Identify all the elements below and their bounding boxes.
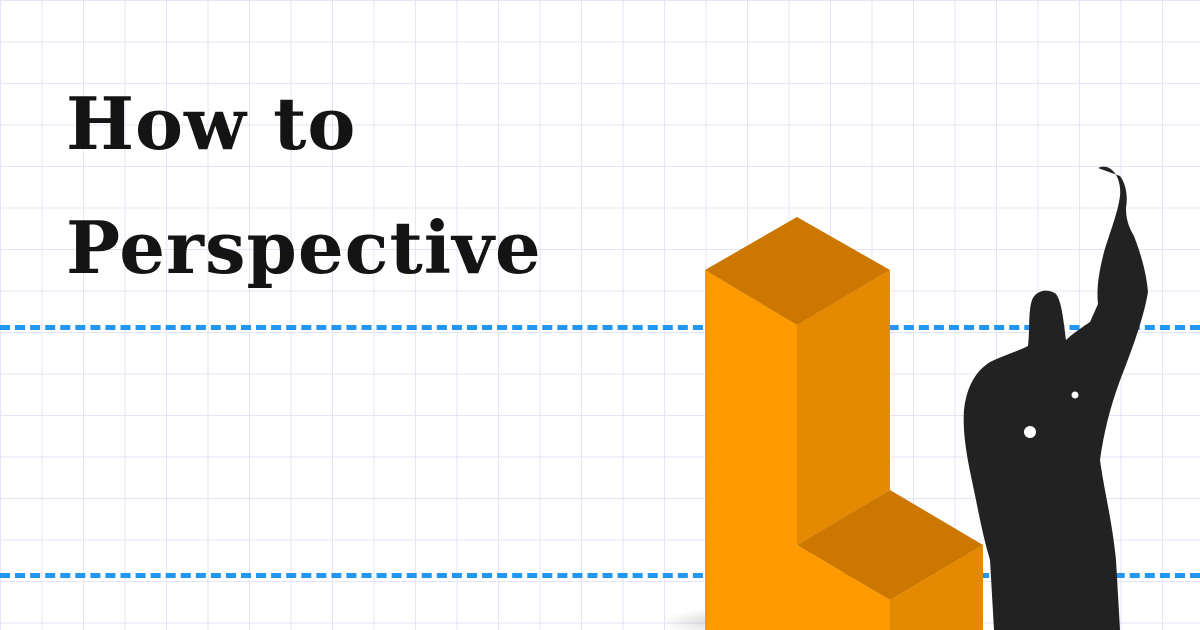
horizon-line-upper <box>0 325 1200 330</box>
block-left-face <box>705 270 797 630</box>
title-line-1: How to <box>66 81 357 166</box>
page-title: How to Perspective <box>66 62 542 310</box>
block-step-front-face <box>797 545 890 630</box>
horizon-line-lower <box>0 573 1200 578</box>
title-line-2: Perspective <box>66 205 542 290</box>
block-top-face <box>705 217 890 325</box>
block-right-face <box>797 270 890 545</box>
figure-mark <box>1071 391 1079 399</box>
block-step-right-face <box>890 545 983 630</box>
modulor-man-icon <box>963 166 1148 630</box>
l-block-icon <box>660 217 983 630</box>
figure-mark <box>1024 426 1036 438</box>
